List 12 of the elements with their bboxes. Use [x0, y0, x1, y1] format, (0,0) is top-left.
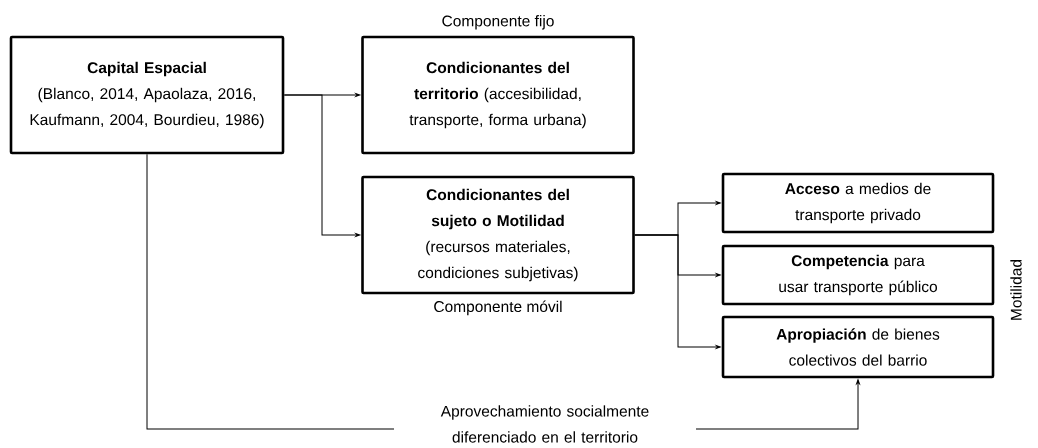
text-box: Condicionantes del sujeto o Motilidad (recursos materiales, condiciones subjetivas) [361, 175, 635, 295]
text-box: Capital Espacial (Blanco, 2014, Apaolaza, 2016, Kaufmann, 2004, Bourdieu, 1986) [9, 35, 285, 155]
text-box: Acceso a medios de transporte privado [721, 172, 995, 234]
arrow [634, 234, 721, 349]
text-box: Competencia para usar transporte público [721, 244, 995, 306]
text-box: Apropiación de bienes colectivos del barrio [721, 315, 995, 379]
node-label: Componente móvil [434, 300, 562, 316]
node-label: Componente fijo [442, 15, 554, 30]
arrow [283, 94, 361, 237]
side-label: Motilidad [1010, 260, 1022, 320]
edge-label: Aprovechamiento socialmente diferenciado en el territorio [440, 405, 649, 443]
text-box: Condicionantes del territorio (accesibilidad, transporte, forma urbana) [361, 35, 635, 155]
